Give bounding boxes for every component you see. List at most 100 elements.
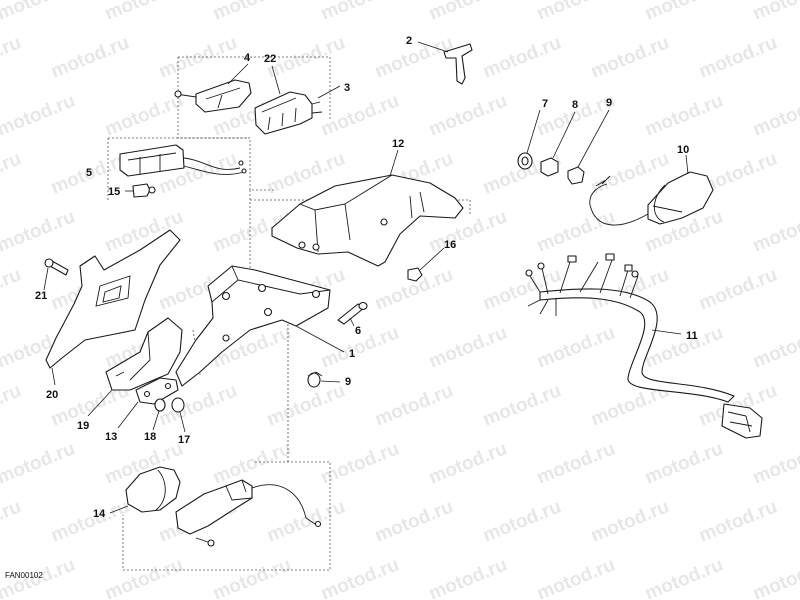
callout-4-label: 4: [244, 52, 251, 64]
callout-6: 6: [349, 317, 361, 337]
callout-15-label: 15: [108, 186, 120, 198]
watermark-text: motod.ru: [426, 90, 510, 140]
washer-part-18[interactable]: [154, 398, 166, 412]
watermark-text: motod.ru: [102, 90, 186, 140]
watermark-text: motod.ru: [480, 264, 564, 314]
clip-part-2[interactable]: [443, 43, 473, 85]
callout-11: 11: [651, 329, 698, 342]
watermark-text: motod.ru: [750, 90, 800, 140]
watermark-text: motod.ru: [318, 438, 402, 488]
watermark-text: motod.ru: [480, 380, 564, 430]
callout-9-lower: 9: [320, 376, 351, 388]
callout-9a-label: 9: [606, 97, 612, 109]
watermark-text: motod.ru: [0, 438, 78, 488]
watermark-text: motod.ru: [480, 496, 564, 546]
callout-13-label: 13: [105, 431, 117, 443]
callout-11-label: 11: [686, 330, 698, 342]
callout-20-label: 20: [46, 389, 58, 401]
lamp-unit-part[interactable]: [119, 144, 247, 177]
watermark-text: motod.ru: [48, 496, 132, 546]
watermark-text: motod.ru: [642, 554, 726, 600]
callout-7-label: 7: [542, 98, 548, 110]
grommet-part-7[interactable]: [517, 152, 533, 170]
watermark-text: motod.ru: [102, 554, 186, 600]
callout-15: 15: [108, 186, 134, 198]
spacer-part-8[interactable]: [540, 157, 559, 177]
screw-part-6[interactable]: [337, 301, 368, 325]
watermark-text: motod.ru: [534, 438, 618, 488]
turn-signal-part-10[interactable]: [589, 171, 714, 226]
callout-12: 12: [389, 138, 404, 177]
watermark-text: motod.ru: [642, 90, 726, 140]
watermark-text: motod.ru: [0, 206, 78, 256]
watermark-text: motod.ru: [0, 0, 78, 25]
callout-7: 7: [526, 98, 548, 154]
callout-3: 3: [317, 82, 350, 99]
watermark-text: motod.ru: [426, 554, 510, 600]
callout-14: 14: [93, 505, 129, 520]
drawing-code: FAN00102: [5, 571, 43, 580]
watermark-text: motod.ru: [318, 90, 402, 140]
watermark-text: motod.ru: [696, 496, 780, 546]
watermark-text: motod.ru: [588, 32, 672, 82]
callout-18: 18: [144, 410, 160, 443]
watermark-text: motod.ru: [264, 380, 348, 430]
callout-6-label: 6: [355, 325, 361, 337]
watermark-text: motod.ru: [372, 380, 456, 430]
watermark-text: motod.ru: [750, 438, 800, 488]
watermark-text: motod.ru: [0, 148, 24, 198]
nut-part-16[interactable]: [407, 267, 423, 282]
watermark-text: motod.ru: [0, 90, 78, 140]
watermark-text: motod.ru: [534, 0, 618, 25]
callout-17: 17: [178, 411, 190, 446]
nut-part-17[interactable]: [171, 397, 185, 413]
callout-1: 1: [295, 325, 355, 360]
callout-19-label: 19: [77, 420, 89, 432]
callout-13: 13: [105, 401, 139, 443]
callout-10: 10: [677, 144, 689, 175]
main-bracket-part-1[interactable]: [175, 265, 331, 387]
license-plate-light-part[interactable]: [254, 91, 323, 135]
watermark-text: motod.ru: [642, 438, 726, 488]
callout-22-label: 22: [264, 53, 276, 65]
callout-8: 8: [552, 99, 578, 159]
watermark-text: motod.ru: [480, 32, 564, 82]
nut-part-9[interactable]: [567, 166, 585, 185]
plate-support-part-19[interactable]: [105, 317, 183, 391]
watermark-text: motod.ru: [372, 32, 456, 82]
wiring-harness-part-11[interactable]: [525, 253, 763, 439]
watermark-text: motod.ru: [642, 0, 726, 25]
rear-cover-part[interactable]: [271, 174, 464, 267]
watermark-text: motod.ru: [156, 32, 240, 82]
callout-18-label: 18: [144, 431, 156, 443]
callout-14-label: 14: [93, 508, 106, 520]
callout-10-label: 10: [677, 144, 689, 156]
callout-8-label: 8: [572, 99, 578, 111]
callout-9b-label: 9: [345, 376, 351, 388]
link-plate-part-13[interactable]: [135, 377, 179, 405]
plate-light-bracket-part[interactable]: [174, 79, 252, 113]
watermark-text: motod.ru: [318, 0, 402, 25]
callout-9-upper: 9: [577, 97, 612, 168]
watermark-text: motod.ru: [750, 322, 800, 372]
watermark-text: motod.ru: [0, 496, 24, 546]
watermark-text: motod.ru: [534, 322, 618, 372]
watermark-text: motod.ru: [372, 496, 456, 546]
callout-12-label: 12: [392, 138, 404, 150]
spacer-part-9-lower[interactable]: [307, 371, 323, 388]
bulb-part-15[interactable]: [132, 183, 156, 198]
callout-5-label: 5: [86, 167, 92, 179]
callout-3-label: 3: [344, 82, 350, 94]
callout-4: 4: [227, 52, 251, 85]
watermark-text: motod.ru: [426, 0, 510, 25]
watermark-text: motod.ru: [534, 554, 618, 600]
screw-part-21[interactable]: [44, 258, 69, 276]
plate-holder-part-20[interactable]: [45, 229, 181, 369]
turn-signal-part-14[interactable]: [125, 466, 322, 547]
callout-21-label: 21: [35, 290, 47, 302]
watermark-text: motod.ru: [210, 554, 294, 600]
callout-21: 21: [35, 267, 49, 302]
callout-20: 20: [46, 367, 58, 401]
watermark-text: motod.ru: [534, 206, 618, 256]
